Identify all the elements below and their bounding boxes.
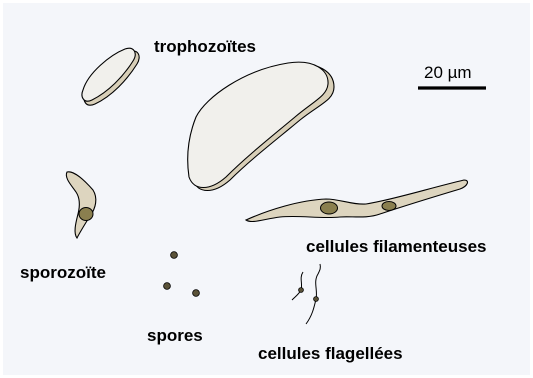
filamentous-cell-body: [246, 180, 467, 222]
label-flagellated-cells: cellules flagellées: [258, 345, 403, 362]
large-trophozoite-body: [188, 62, 328, 187]
spores: [164, 252, 200, 297]
label-filamentous-cells: cellules filamenteuses: [306, 238, 486, 255]
sporozoite-nucleus: [79, 208, 93, 221]
flagellated-cell: [299, 288, 304, 293]
spore: [164, 283, 171, 290]
flagellated-cell: [314, 297, 319, 302]
label-spores: spores: [147, 327, 203, 344]
flagellum: [306, 264, 320, 324]
small-trophozoite: [82, 48, 139, 105]
spore: [171, 252, 178, 259]
sporozoite-body: [66, 172, 95, 238]
flagellum: [292, 272, 303, 300]
label-trophozoites: trophozoïtes: [154, 38, 256, 55]
label-sporozoite: sporozoïte: [20, 264, 106, 281]
filamentous-cell-nucleus-1: [321, 202, 338, 214]
large-trophozoite: [188, 62, 334, 190]
spore: [193, 290, 200, 297]
filamentous-cell-nucleus-2: [382, 202, 396, 211]
flagellated-cells: [292, 264, 320, 324]
scale-bar-label: 20 µm: [424, 64, 472, 81]
sporozoite: [66, 172, 95, 238]
filamentous-cell: [246, 180, 467, 222]
